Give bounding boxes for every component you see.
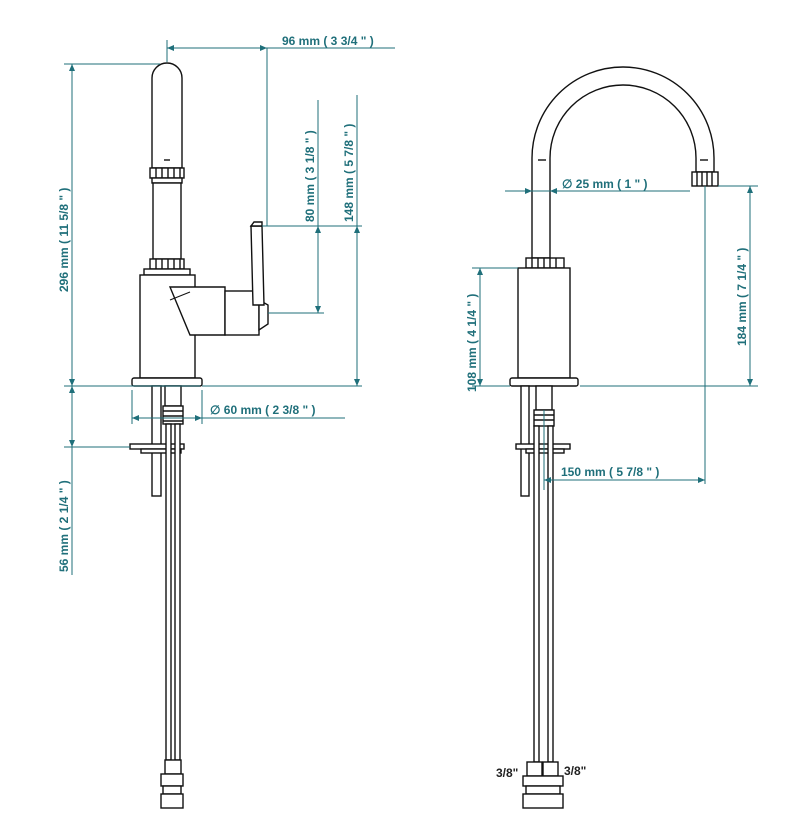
dim-shank-length: 56 mm ( 2 1/4 " ) [57,480,71,572]
dim-spout-diameter: ∅ 25 mm ( 1 " ) [562,177,648,191]
dimension-labels: 96 mm ( 3 3/4 " ) 296 mm ( 11 5/8 " ) 80… [57,34,749,780]
connection-label-right: 3/8" [564,764,586,778]
dim-spout-reach-left: 96 mm ( 3 3/4 " ) [282,34,374,48]
dim-body-height-left: 148 mm ( 5 7/8 " ) [342,124,356,222]
dim-outlet-height: 184 mm ( 7 1/4 " ) [735,248,749,346]
dimension-lines [64,40,758,575]
dim-total-height: 296 mm ( 11 5/8 " ) [57,188,71,292]
right-faucet-front-view [509,66,719,809]
dim-body-height-right: 108 mm ( 4 1/4 " ) [465,294,479,392]
dim-base-diameter: ∅ 60 mm ( 2 3/8 " ) [210,403,316,417]
dim-spout-reach-right: 150 mm ( 5 7/8 " ) [561,465,659,479]
left-faucet-side-view [129,62,269,809]
dim-handle-height: 80 mm ( 3 1/8 " ) [303,130,317,222]
connection-label-left: 3/8" [496,766,518,780]
